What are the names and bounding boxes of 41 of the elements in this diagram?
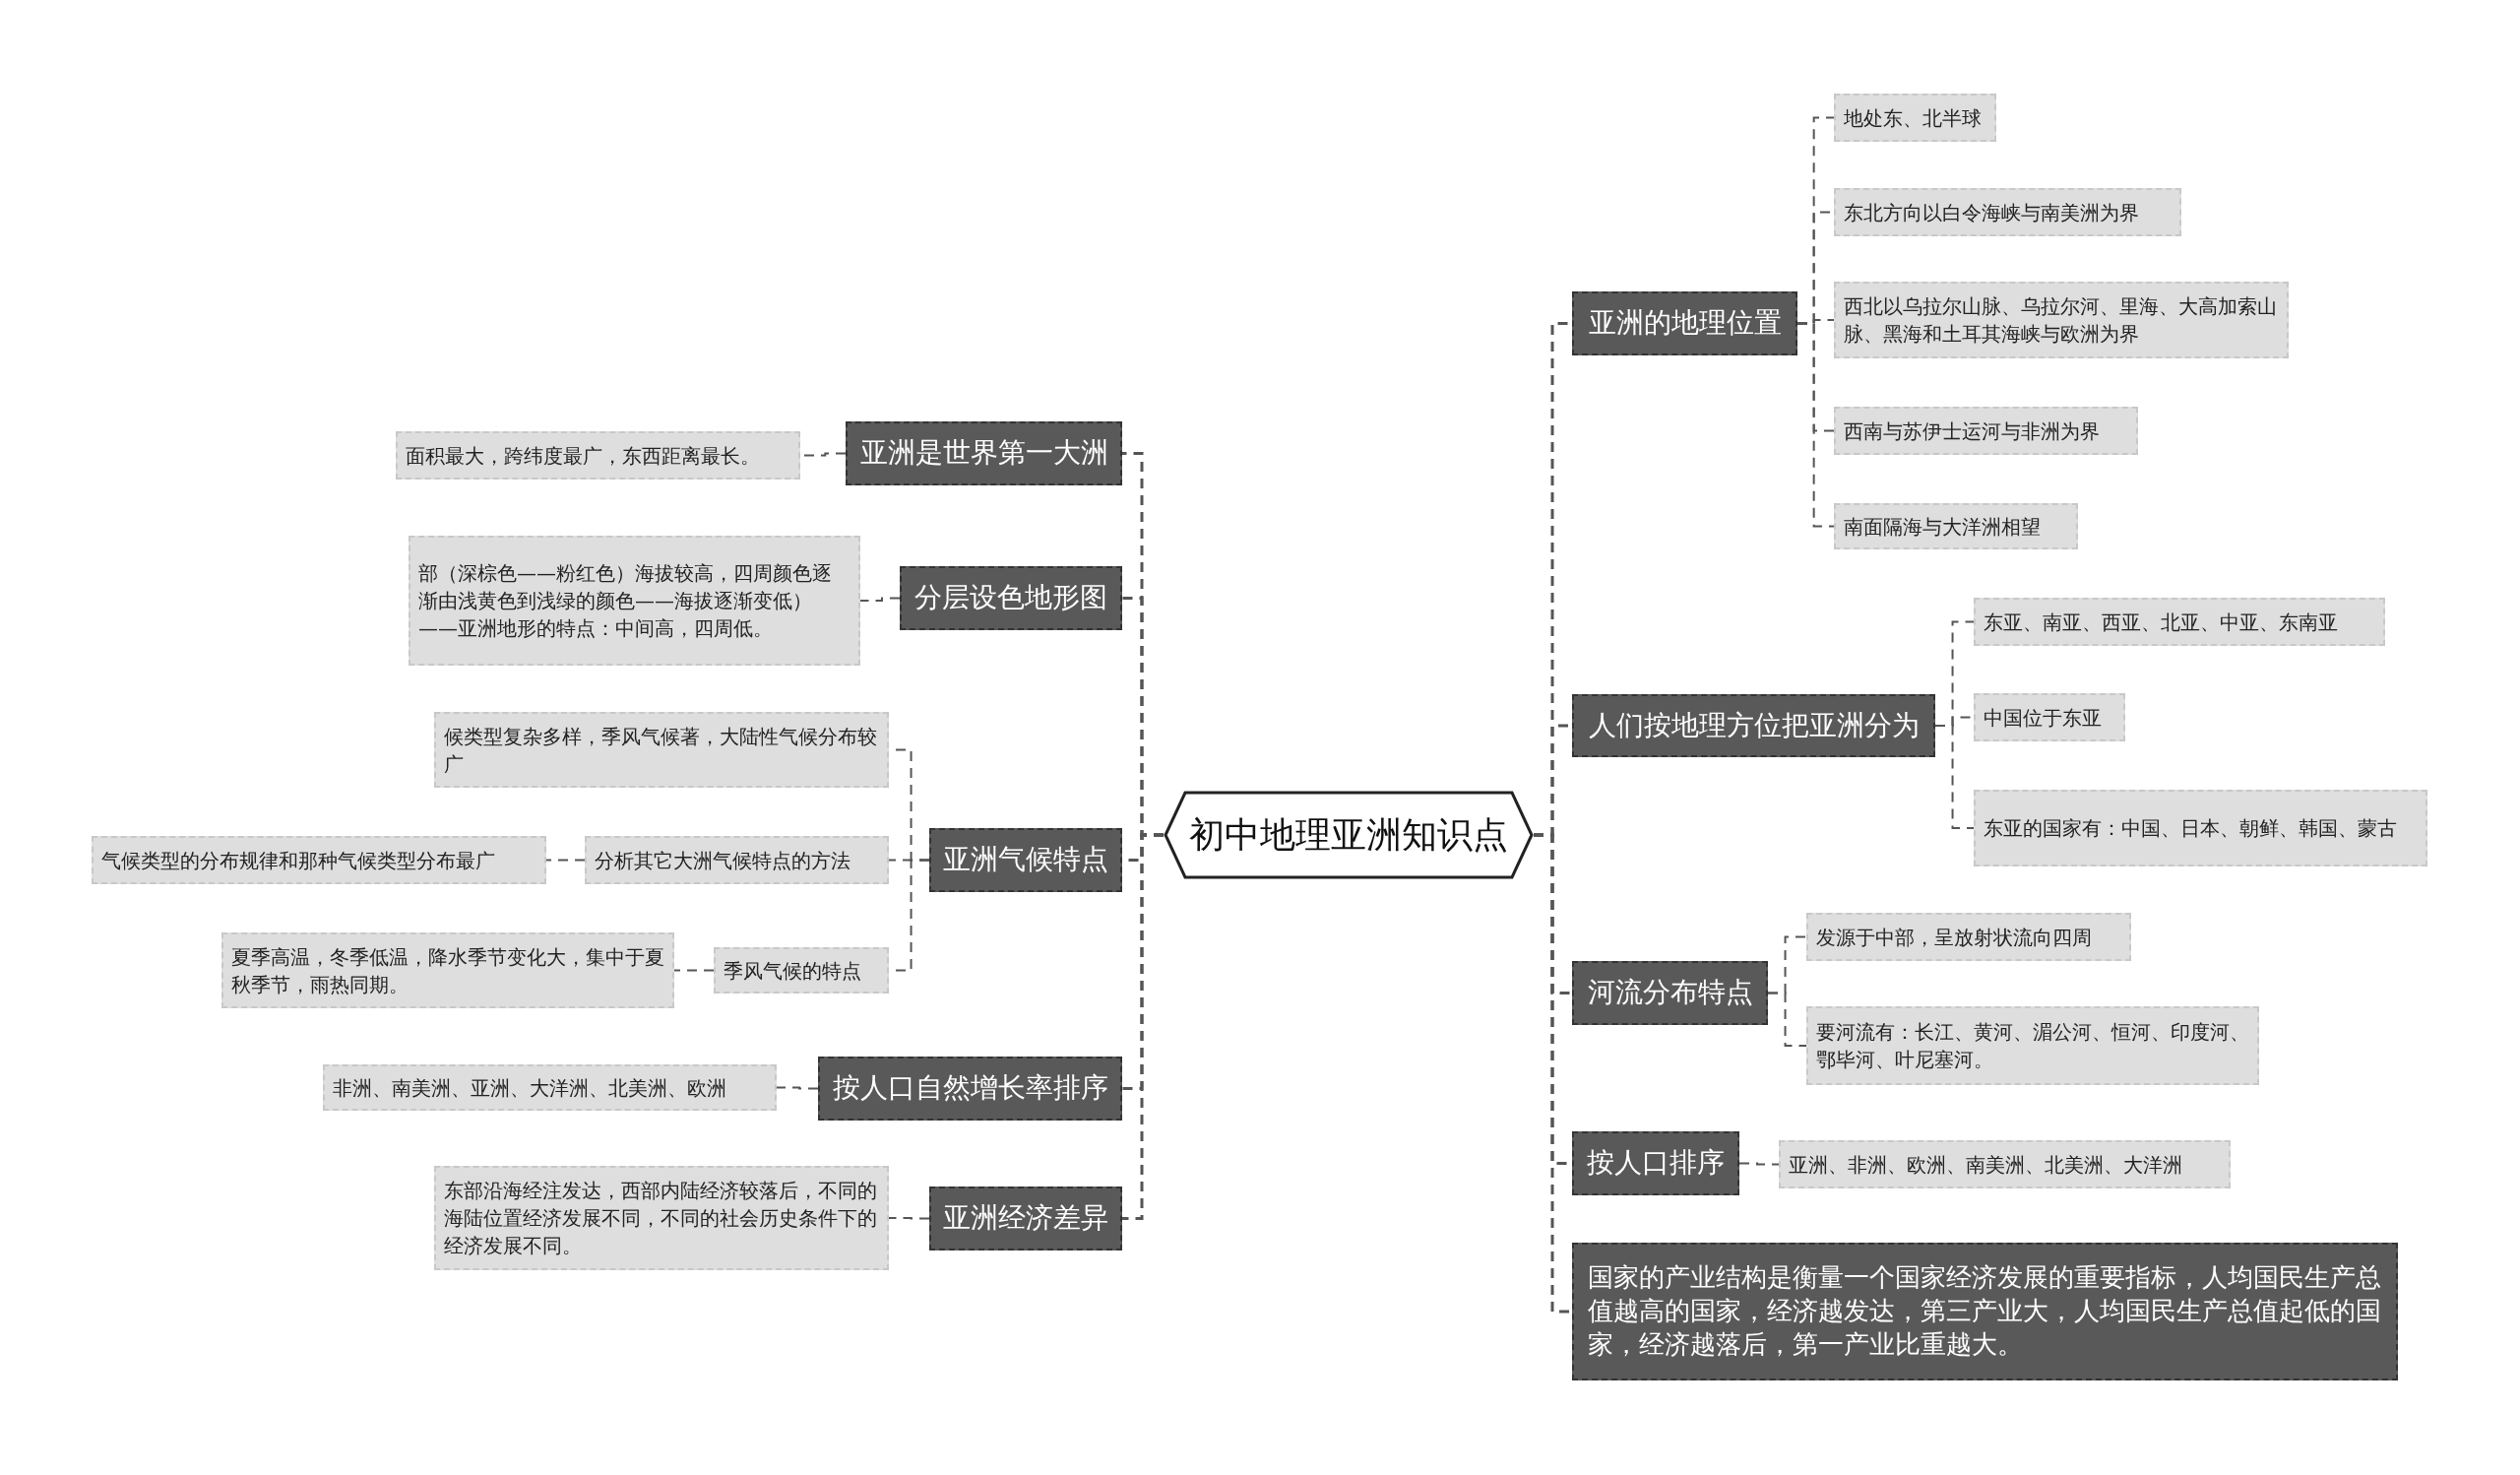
topic-box: 河流分布特点	[1572, 961, 1768, 1025]
note-box: 东北方向以白令海峡与南美洲为界	[1834, 188, 2181, 236]
note-box: 候类型复杂多样，季风气候著，大陆性气候分布较广	[434, 712, 889, 788]
note-box: 西北以乌拉尔山脉、乌拉尔河、里海、大高加索山脉、黑海和土耳其海峡与欧洲为界	[1834, 282, 2289, 358]
topic-box: 国家的产业结构是衡量一个国家经济发展的重要指标，人均国民生产总值越高的国家，经济越发达，第三产业大，人均国民生产总值起低的国家，经济越落后，第一产业比重越大。	[1572, 1243, 2398, 1380]
connector-line	[1934, 725, 1975, 829]
note-box: 部（深棕色——粉红色）海拔较高，四周颜色逐渐由浅黄色到浅绿的颜色——海拔逐渐变低）——亚洲地形的特点：中间高，四周低。	[409, 536, 860, 666]
topic-box: 按人口自然增长率排序	[818, 1057, 1122, 1121]
connector-line	[859, 597, 901, 602]
note-box: 东亚的国家有：中国、日本、朝鲜、韩国、蒙古	[1974, 790, 2427, 866]
note-box: 面积最大，跨纬度最广，东西距离最长。	[396, 431, 800, 480]
note-box: 东部沿海经注发达，西部内陆经济较落后，不同的海陆位置经济发展不同，不同的社会历史条件下的经济发展不同。	[434, 1166, 889, 1270]
topic-box: 亚洲的地理位置	[1572, 291, 1797, 355]
topic-box: 亚洲是世界第一大洲	[846, 421, 1122, 485]
note-box: 季风气候的特点	[714, 947, 889, 994]
connector-line	[1738, 1162, 1780, 1166]
connector-line	[545, 859, 586, 862]
note-box: 夏季高温，冬季低温，降水季节变化大，集中于夏秋季节，雨热同期。	[221, 932, 674, 1008]
note-box: 中国位于东亚	[1974, 693, 2125, 741]
note-box: 气候类型的分布规律和那种气候类型分布最广	[92, 836, 546, 884]
topic-box: 按人口排序	[1572, 1131, 1739, 1195]
topic-box: 亚洲经济差异	[929, 1186, 1122, 1251]
note-box: 非洲、南美洲、亚洲、大洋洲、北美洲、欧洲	[323, 1064, 777, 1111]
note-box: 东亚、南亚、西亚、北亚、中亚、东南亚	[1974, 598, 2385, 646]
topic-box: 亚洲气候特点	[929, 828, 1122, 892]
connector-line	[776, 1086, 819, 1090]
topic-box: 分层设色地形图	[900, 566, 1122, 630]
topic-hexagon: 初中地理亚洲知识点	[1164, 791, 1534, 879]
note-box: 地处东、北半球	[1834, 94, 1996, 142]
connector-line	[888, 1217, 930, 1220]
note-box: 分析其它大洲气候特点的方法	[585, 836, 889, 884]
note-box: 要河流有：长江、黄河、湄公河、恒河、印度河、鄂毕河、叶尼塞河。	[1806, 1006, 2259, 1085]
topic-box: 人们按地理方位把亚洲分为	[1572, 694, 1935, 757]
connector-line	[673, 969, 715, 972]
note-box: 西南与苏伊士运河与非洲为界	[1834, 407, 2138, 455]
note-box: 发源于中部，呈放射状流向四周	[1806, 913, 2131, 961]
connector-line	[1122, 833, 1164, 1220]
connector-line	[1796, 322, 1835, 528]
note-box: 南面隔海与大洋洲相望	[1834, 503, 2078, 549]
note-box: 亚洲、非洲、欧洲、南美洲、北美洲、大洋洲	[1779, 1140, 2231, 1188]
connector-line	[1767, 992, 1807, 1047]
